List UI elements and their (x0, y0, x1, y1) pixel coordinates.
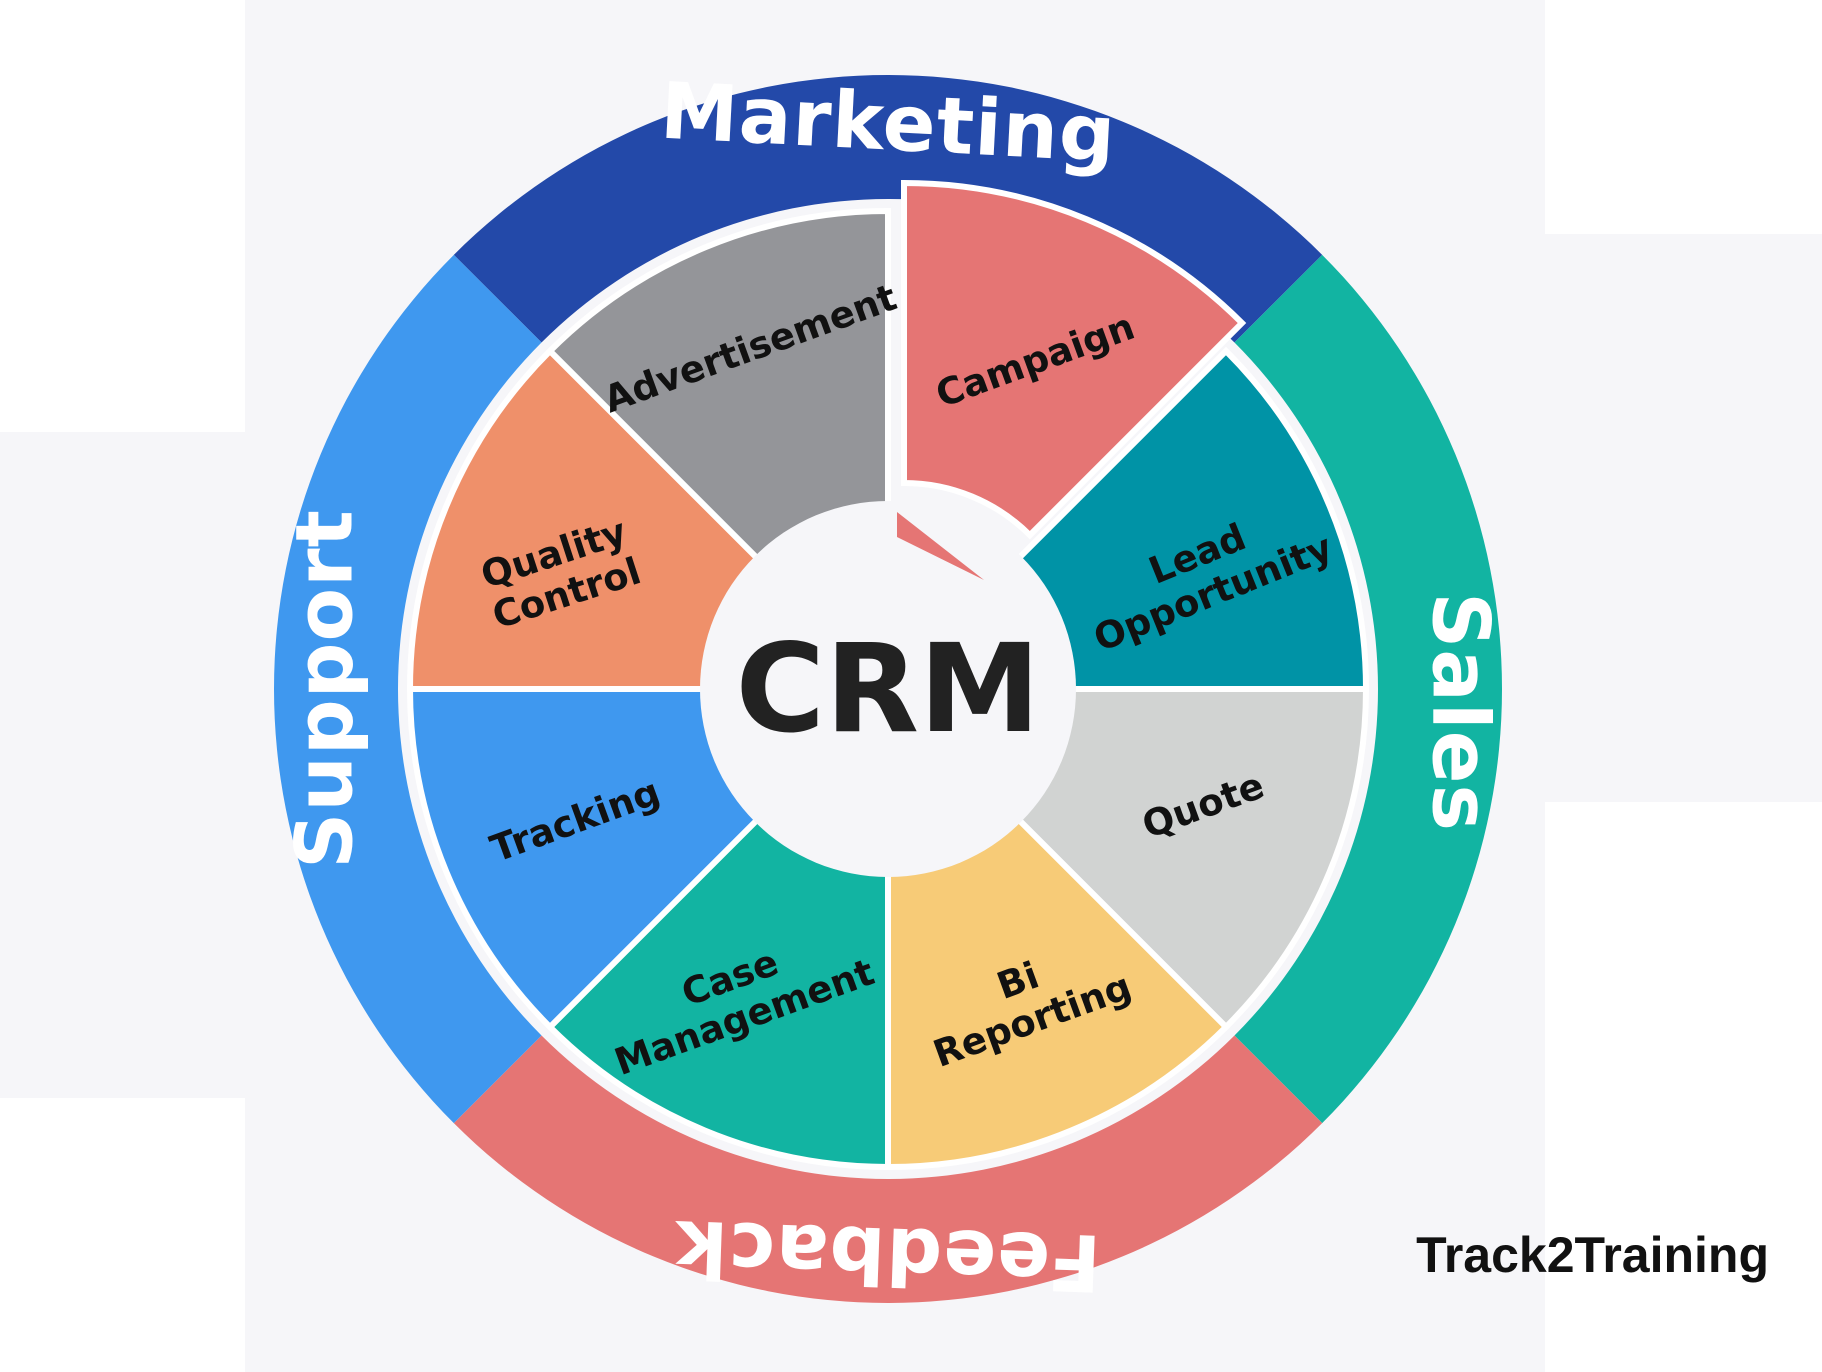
inner-segments (406, 179, 1370, 1171)
outer-label-sales: Sales (1415, 592, 1505, 832)
outer-ring-support (274, 254, 542, 1124)
crm-center-label: CRM (736, 618, 1041, 760)
outer-ring-marketing (453, 74, 1323, 343)
outer-ring (274, 74, 1502, 1303)
background-panel-left (0, 432, 260, 1098)
outer-label-support: Support (280, 509, 370, 869)
brand-label: Track2Training (1416, 1227, 1769, 1283)
outer-ring-feedback (453, 1035, 1323, 1303)
outer-ring-sales (1234, 254, 1502, 1124)
segment-campaign (901, 179, 1247, 540)
arrow-icon (897, 512, 984, 580)
crm-center-circle (700, 501, 1076, 877)
outer-label-feedback: Feedback (672, 1202, 1102, 1307)
segment-label-quality-control: QualityControl (474, 509, 646, 637)
background-panel-right (1540, 234, 1822, 802)
